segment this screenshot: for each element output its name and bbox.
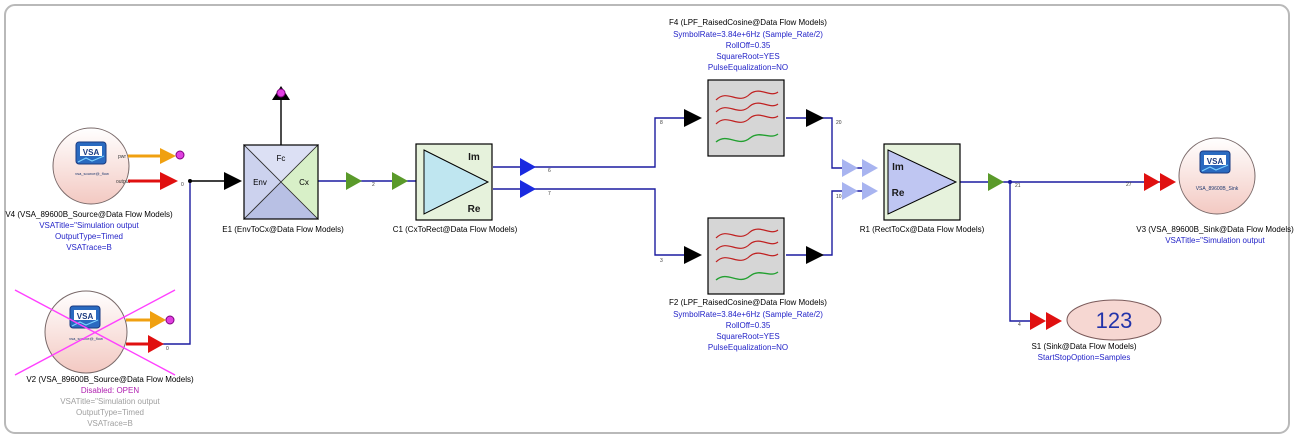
c1-arrows: 6 7 [520,158,551,198]
v3-inner-caption: VSA_89600B_Sink [1196,186,1239,192]
v2-param: VSATitle="Simulation output [60,397,160,406]
f4-param: SymbolRate=3.84e+6Hz (Sample_Rate/2) [673,30,823,39]
svg-text:7: 7 [548,191,551,197]
r1-arrows-out: 21 [988,173,1021,191]
vsa-logo-icon: VSA [1199,150,1231,174]
f2-title: F2 (LPF_RaisedCosine@Data Flow Models) [669,298,827,307]
s1-numeric-sink[interactable]: 123 [1066,299,1162,341]
e1-title: E1 (EnvToCx@Data Flow Models) [222,225,344,234]
svg-text:10: 10 [836,194,842,200]
v3-arrows: 27 [1126,173,1176,191]
e1-envtocx-block[interactable]: Fc Env Cx [243,144,319,220]
svg-text:VSA: VSA [77,312,94,321]
svg-text:3: 3 [660,258,663,264]
v4-param: OutputType=Timed [55,232,123,241]
s1-title: S1 (Sink@Data Flow Models) [1031,342,1136,351]
v3-param: VSATitle="Simulation output [1165,236,1265,245]
v3-vsa-sink[interactable]: VSA VSA_89600B_Sink [1178,137,1256,215]
v4-param: VSATitle="Simulation output [39,221,139,230]
v4-inner-caption: vsa_source@_flow [75,171,109,176]
v4-arrows: 0 [128,148,185,190]
vsa-logo-icon: VSA [75,141,107,165]
v4-param: VSATrace=B [66,243,112,252]
e1-arrows: 2 [224,86,408,190]
svg-text:27: 27 [1126,182,1132,188]
f4-param: RollOff=0.35 [726,41,771,50]
v4-pin-pwr: pwr [118,154,126,160]
e1-port-cx: Cx [299,178,309,187]
v4-vsa-source[interactable]: VSA vsa_source@_flow pwr output [52,127,131,205]
r1-port-re: Re [892,188,905,199]
svg-text:0: 0 [166,346,169,352]
schematic-frame [4,4,1290,434]
f4-title: F4 (LPF_RaisedCosine@Data Flow Models) [669,18,827,27]
svg-text:6: 6 [548,168,551,174]
f4-param: SquareRoot=YES [716,52,779,61]
svg-text:8: 8 [660,120,663,126]
svg-text:VSA: VSA [83,148,100,157]
f4-arrows: 8 20 [660,109,842,127]
c1-title: C1 (CxToRect@Data Flow Models) [393,225,518,234]
f2-lpf-block[interactable] [707,217,785,295]
c1-cxtorect-block[interactable]: Im Re [415,143,493,221]
v2-title: V2 (VSA_89600B_Source@Data Flow Models) [26,375,194,384]
f4-param: PulseEqualization=NO [708,63,788,72]
r1-title: R1 (RectToCx@Data Flow Models) [860,225,985,234]
c1-port-im: Im [468,152,480,163]
vsa-logo-icon: VSA [69,305,101,329]
svg-text:20: 20 [836,120,842,126]
f2-param: SquareRoot=YES [716,332,779,341]
f2-param: RollOff=0.35 [726,321,771,330]
r1-recttocx-block[interactable]: Im Re [883,143,961,221]
f2-param: PulseEqualization=NO [708,343,788,352]
svg-text:2: 2 [372,182,375,188]
v2-inner-caption: vsa_source@_flow [69,336,103,341]
e1-port-env: Env [253,178,267,187]
v3-title: V3 (VSA_89600B_Sink@Data Flow Models) [1136,225,1294,234]
s1-arrows: 4 [1018,312,1062,330]
svg-text:VSA: VSA [1207,157,1224,166]
v2-disabled-cross [14,289,176,376]
s1-param: StartStopOption=Samples [1038,353,1131,362]
svg-text:0: 0 [181,182,184,188]
svg-text:21: 21 [1015,183,1021,189]
r1-arrows-in: 10 [836,159,878,200]
r1-port-im: Im [892,162,904,173]
v2-param: VSATrace=B [87,419,133,428]
v2-param: OutputType=Timed [76,408,144,417]
s1-display: 123 [1096,308,1133,333]
e1-port-fc: Fc [277,154,286,163]
f2-param: SymbolRate=3.84e+6Hz (Sample_Rate/2) [673,310,823,319]
f4-lpf-block[interactable] [707,79,785,157]
v4-pin-output: output [116,179,131,185]
v4-title: V4 (VSA_89600B_Source@Data Flow Models) [5,210,173,219]
svg-text:4: 4 [1018,322,1021,328]
f2-arrows: 3 [660,246,824,264]
c1-port-re: Re [468,204,481,215]
v2-disabled-note: Disabled: OPEN [81,386,139,395]
